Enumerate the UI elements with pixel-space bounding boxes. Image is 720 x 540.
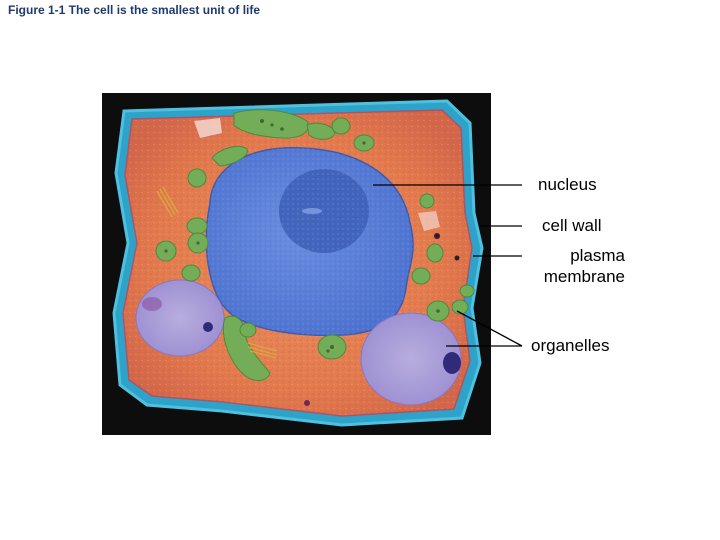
nucleolus-texture xyxy=(279,169,369,253)
chloroplast xyxy=(451,299,469,315)
label-plasma-membrane-line2: membrane xyxy=(543,267,625,286)
pale-patch xyxy=(418,211,440,231)
nucleolus-highlight xyxy=(302,208,322,214)
figure-title: Figure 1-1 The cell is the smallest unit… xyxy=(8,3,261,17)
dark-granule xyxy=(454,255,460,261)
vacuole-inclusion xyxy=(203,322,213,332)
chloroplasts xyxy=(155,109,475,381)
chloroplast xyxy=(186,217,208,235)
chloroplast xyxy=(187,168,207,188)
label-organelles: organelles xyxy=(531,336,610,355)
label-plasma-membrane-line1: plasma xyxy=(570,246,625,265)
crystal-inclusion xyxy=(247,342,278,359)
chloroplast xyxy=(419,193,435,209)
label-cell-wall: cell wall xyxy=(542,216,602,235)
vacuole-inclusion xyxy=(142,297,162,311)
label-nucleus: nucleus xyxy=(538,175,597,194)
chloroplast xyxy=(459,284,475,298)
crystal-inclusion xyxy=(156,186,179,218)
chloroplast xyxy=(411,267,431,285)
chloroplast-grana xyxy=(164,119,440,353)
dark-granule xyxy=(304,400,310,406)
chloroplast xyxy=(306,122,336,140)
chloroplast xyxy=(211,145,248,167)
chloroplast xyxy=(181,264,201,282)
plasma-membrane xyxy=(122,109,473,417)
pale-patch xyxy=(194,118,222,138)
vacuole-inclusion xyxy=(443,352,461,374)
chloroplast xyxy=(222,315,271,381)
vacuole-right xyxy=(360,312,462,406)
chloroplast xyxy=(239,322,257,338)
label-plasma-membrane: plasma membrane xyxy=(533,245,625,287)
chloroplast xyxy=(331,117,351,135)
cell-micrograph xyxy=(102,93,491,435)
chloroplast xyxy=(426,243,444,263)
dark-granule xyxy=(434,233,440,239)
vacuole-left xyxy=(135,279,225,357)
